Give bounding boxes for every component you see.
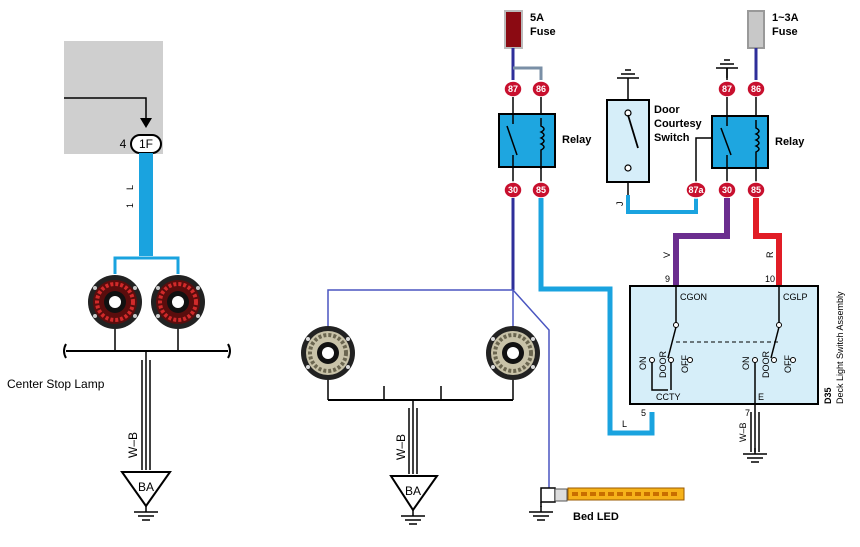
rear-lamp-right <box>484 324 542 382</box>
switch-ground-wire-code: W–B <box>738 422 748 442</box>
blue-wire-relay1-to-switch <box>538 198 655 436</box>
wire-code-1: 1 <box>125 203 135 208</box>
wire-code-l-right: L <box>622 419 627 429</box>
middle-ground-wire-code: W–B <box>394 434 408 460</box>
blue-wire-lamp-feed <box>139 153 153 256</box>
relay1-body <box>498 113 556 168</box>
svg-text:87: 87 <box>508 84 518 94</box>
lamp-label: Center Stop Lamp <box>7 377 105 391</box>
blue-wire-door-switch <box>626 195 698 214</box>
relay2-label: Relay <box>775 136 805 148</box>
right-switch-on: ON <box>741 357 751 371</box>
wire-code-v: V <box>662 252 672 258</box>
connector-id: 1F <box>139 137 153 151</box>
right-switch-off: OFF <box>783 355 793 373</box>
fuse-5a-rating: 5A <box>530 12 544 24</box>
switch-ground-symbol <box>742 447 768 463</box>
bed-led <box>540 487 685 503</box>
svg-text:87: 87 <box>722 84 732 94</box>
violet-wire <box>673 198 730 286</box>
door-courtesy-switch: Door Courtesy Switch J <box>606 69 703 214</box>
ccty-pin: 5 <box>641 408 646 418</box>
relay1-pin-87: 87 <box>503 80 523 98</box>
left-ground-point-label: BA <box>138 480 154 494</box>
rear-lamp-left <box>299 324 357 382</box>
svg-text:30: 30 <box>722 185 732 195</box>
relay2-pin-87a: 87a <box>685 181 707 199</box>
middle-ground-point <box>389 475 439 512</box>
wire-code-l: L <box>125 185 135 190</box>
svg-text:30: 30 <box>508 185 518 195</box>
fuse-1-3a-rating: 1~3A <box>772 12 799 24</box>
switch-assembly-name: Deck Light Switch Assembly <box>835 291 845 404</box>
door-switch-wire-code: J <box>615 202 625 207</box>
left-switch-on: ON <box>638 357 648 371</box>
right-circuit: 1~3A Fuse 87 86 Relay 87a 30 <box>662 10 805 286</box>
relay2-pin-86: 86 <box>746 80 766 98</box>
middle-ground-symbol <box>400 509 426 525</box>
right-switch-door: DOOR <box>761 350 771 378</box>
svg-text:86: 86 <box>751 84 761 94</box>
door-switch-ground-symbol <box>616 69 640 89</box>
switch-assembly-body <box>629 285 819 405</box>
fuse-5a-label: Fuse <box>530 26 556 38</box>
middle-ground-point-label: BA <box>405 484 421 498</box>
svg-text:85: 85 <box>536 185 546 195</box>
cglp-pin: 10 <box>765 274 775 284</box>
stop-lamp-right <box>149 273 207 331</box>
door-switch-line1: Door <box>654 104 680 116</box>
left-ground-point <box>120 471 172 508</box>
red-wire <box>753 198 782 286</box>
fuse-1-3a-label: Fuse <box>772 26 798 38</box>
svg-text:86: 86 <box>536 84 546 94</box>
switch-assembly-code: D35 <box>823 387 833 404</box>
connector-pin: 4 <box>120 137 127 151</box>
ccty-label: CCTY <box>656 392 681 402</box>
left-switch-off: OFF <box>680 355 690 373</box>
e-pin: 7 <box>745 408 750 418</box>
fuse-5a <box>504 10 523 49</box>
relay2-pin-30: 30 <box>717 181 737 199</box>
wire-code-r: R <box>765 251 775 258</box>
bed-led-ground-symbol <box>528 505 554 521</box>
stop-lamp-left <box>86 273 144 331</box>
relay2-pin-87: 87 <box>717 80 737 98</box>
relay2-body <box>711 115 769 169</box>
left-circuit: 1F 4 L 1 Center Stop Lamp W–B BA <box>7 41 231 521</box>
relay1-pin-30: 30 <box>503 181 523 199</box>
cgon-pin: 9 <box>665 274 670 284</box>
svg-text:87a: 87a <box>688 185 704 195</box>
left-ground-wire-code: W–B <box>126 432 140 458</box>
relay1-label: Relay <box>562 134 592 146</box>
left-ground-symbol <box>133 505 159 521</box>
door-switch-line3: Switch <box>654 132 690 144</box>
left-switch-door: DOOR <box>658 350 668 378</box>
relay1-pin-86: 86 <box>531 80 551 98</box>
svg-text:85: 85 <box>751 185 761 195</box>
bed-led-label: Bed LED <box>573 511 619 523</box>
relay2-pin-85: 85 <box>746 181 766 199</box>
cgon-label: CGON <box>680 292 707 302</box>
middle-circuit: 5A Fuse 87 86 Relay 30 85 <box>299 10 685 525</box>
door-switch-line2: Courtesy <box>654 118 703 130</box>
fuse-1-3a <box>747 10 765 49</box>
e-label: E <box>758 392 764 402</box>
relay1-pin-85: 85 <box>531 181 551 199</box>
deck-light-switch-assembly: 9 10 CGON CGLP ON DOOR OFF ON DOOR OFF C… <box>629 274 845 463</box>
cglp-label: CGLP <box>783 292 808 302</box>
